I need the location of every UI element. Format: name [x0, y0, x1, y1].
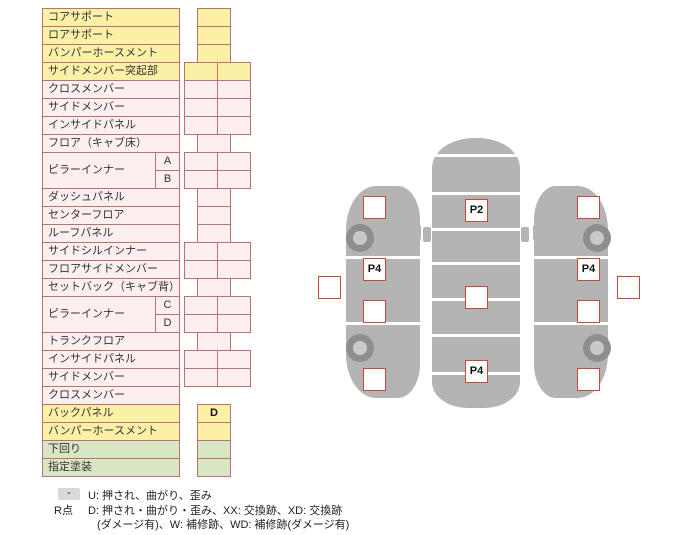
part-label: 指定塗装 [42, 458, 180, 477]
panel-line [346, 256, 420, 259]
panel-line [534, 256, 608, 259]
part-label: クロスメンバー [42, 80, 180, 99]
skeleton-table: コアサポートロアサポートバンパーホースメントサイドメンバー突起部クロスメンバーサ… [42, 8, 342, 477]
legend: - U: 押され、曲がり、歪み R点 D: 押され・曲がり・歪み、XX: 交換跡… [0, 486, 692, 532]
damage-marker-right-middle[interactable] [577, 300, 600, 323]
panel-line [432, 334, 520, 337]
car-left-side-view [346, 186, 420, 398]
panel-line [432, 192, 520, 195]
wheel-icon [346, 224, 374, 252]
part-label: ピラーインナー [42, 296, 156, 333]
mirror-icon [521, 227, 529, 242]
table-row: バンパーホースメント [42, 44, 342, 63]
legend-d-text-line1: D: 押され・曲がり・歪み、XX: 交換跡、XD: 交換跡 [88, 505, 343, 517]
legend-u-text: U: 押され、曲がり、歪み [88, 490, 212, 502]
damage-marker-left-upper-p4[interactable]: P4 [363, 258, 386, 281]
table-row: インサイドパネル [42, 350, 342, 369]
part-label: バンパーホースメント [42, 422, 180, 441]
table-row: トランクフロア [42, 332, 342, 351]
damage-marker-right-rear[interactable] [577, 368, 600, 391]
damage-cell[interactable] [217, 260, 251, 279]
mirror-icon [413, 225, 421, 240]
table-row: コアサポート [42, 8, 342, 27]
legend-d-text-line2: (ダメージ有)、W: 補修跡、WD: 補修跡(ダメージ有) [97, 519, 350, 531]
damage-marker-center-front-p2[interactable]: P2 [465, 199, 488, 222]
part-label: バックパネル [42, 404, 180, 423]
damage-cell[interactable] [217, 116, 251, 135]
panel-line [432, 154, 520, 157]
part-label: バンパーホースメント [42, 44, 180, 63]
part-label: インサイドパネル [42, 350, 180, 369]
panel-line [432, 262, 520, 265]
wheel-icon [583, 224, 611, 252]
wheel-icon [346, 334, 374, 362]
wheel-icon [583, 334, 611, 362]
part-label: フロアサイドメンバー [42, 260, 180, 279]
panel-line [346, 322, 420, 325]
damage-marker-left-rear[interactable] [363, 368, 386, 391]
damage-marker-left-outer[interactable] [318, 276, 341, 299]
damage-marker-left-middle[interactable] [363, 300, 386, 323]
mirror-icon [423, 227, 431, 242]
damage-cell[interactable] [217, 170, 251, 189]
part-label: トランクフロア [42, 332, 180, 351]
table-row: 指定塗装 [42, 458, 342, 477]
table-row: バンパーホースメント [42, 422, 342, 441]
part-label: 下回り [42, 440, 180, 459]
table-row: サイドメンバー突起部 [42, 62, 342, 81]
table-row: フロアサイドメンバー [42, 260, 342, 279]
damage-cell[interactable] [197, 458, 231, 477]
damage-marker-right-upper-p4[interactable]: P4 [577, 258, 600, 281]
mirror-icon [533, 225, 541, 240]
damage-marker-right-front[interactable] [577, 196, 600, 219]
damage-marker-center-middle[interactable] [465, 286, 488, 309]
table-row: セットバック（キャブ背） [42, 278, 342, 297]
table-row: 下回り [42, 440, 342, 459]
damage-marker-right-outer[interactable] [617, 276, 640, 299]
damage-cell[interactable] [217, 314, 251, 333]
car-right-side-view [534, 186, 608, 398]
table-row: インサイドパネル [42, 116, 342, 135]
part-label: サイドメンバー突起部 [42, 62, 180, 81]
damage-cell[interactable] [217, 368, 251, 387]
damage-marker-center-rear-p4[interactable]: P4 [465, 360, 488, 383]
legend-r-label: R点 [54, 505, 73, 517]
panel-line [534, 322, 608, 325]
panel-line [432, 228, 520, 231]
legend-dash-symbol: - [58, 488, 80, 500]
damage-marker-left-front[interactable] [363, 196, 386, 219]
